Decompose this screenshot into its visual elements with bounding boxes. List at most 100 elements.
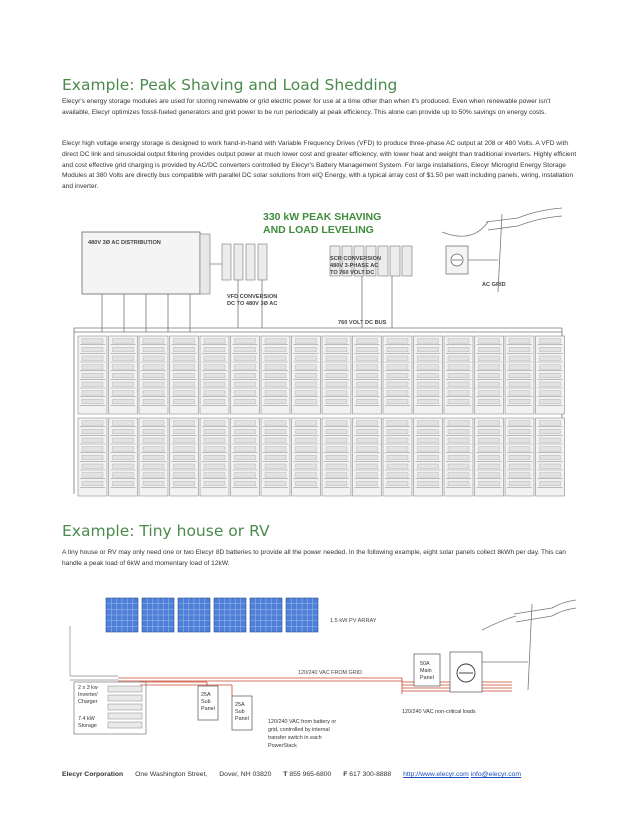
sub-panel-1 — [197, 685, 219, 721]
battery-module — [173, 373, 195, 379]
battery-module — [112, 338, 134, 344]
footer-fax-label: F — [343, 771, 348, 778]
battery-module — [234, 364, 256, 370]
battery-module — [386, 463, 409, 469]
battery-module — [112, 373, 134, 379]
battery-module — [264, 429, 287, 435]
battery-module — [447, 338, 470, 344]
battery-module — [81, 429, 104, 435]
battery-module — [539, 390, 561, 396]
battery-unit — [107, 703, 143, 711]
main-panel-label-line3: Panel — [420, 675, 434, 681]
ac-distribution-label: 480V 3Ø AC DISTRIBUTION — [88, 240, 161, 246]
battery-module — [295, 399, 317, 405]
battery-module — [203, 437, 226, 443]
battery-module — [142, 347, 165, 353]
battery-module — [417, 429, 439, 435]
battery-module — [295, 347, 317, 353]
battery-module — [539, 455, 561, 461]
battery-module — [81, 347, 104, 353]
battery-module — [386, 446, 409, 452]
battery-rack-row-lower — [77, 417, 565, 497]
battery-module — [417, 381, 439, 387]
section-title-peak-shaving: Example: Peak Shaving and Load Shedding — [62, 76, 398, 94]
battery-module — [508, 347, 531, 353]
battery-module — [447, 399, 470, 405]
battery-module — [234, 429, 256, 435]
battery-module — [264, 399, 287, 405]
battery-module — [539, 373, 561, 379]
battery-module — [295, 481, 317, 487]
battery-module — [142, 338, 165, 344]
battery-module — [508, 381, 531, 387]
battery-module — [325, 455, 348, 461]
battery-module — [112, 381, 134, 387]
battery-module — [478, 455, 500, 461]
battery-module — [325, 338, 348, 344]
footer-fax: 617 300-8888 — [349, 771, 392, 778]
battery-module — [478, 437, 500, 443]
grid-meter-box — [449, 651, 483, 693]
storage-label-line2: Storage — [78, 723, 97, 729]
battery-module — [173, 455, 195, 461]
battery-module — [264, 373, 287, 379]
battery-module — [264, 472, 287, 478]
battery-module — [295, 364, 317, 370]
battery-module — [112, 455, 134, 461]
grid-vac-label: 120/240 VAC FROM GRID — [298, 670, 362, 676]
stack-frame — [73, 681, 147, 735]
vfd-cabinets — [221, 243, 268, 281]
footer-email-link[interactable]: info@elecyr.com — [470, 771, 522, 778]
solar-pv-array — [105, 597, 319, 633]
battery-module — [173, 355, 195, 361]
battery-module — [203, 399, 226, 405]
battery-module — [234, 338, 256, 344]
battery-module — [142, 364, 165, 370]
battery-module — [234, 455, 256, 461]
battery-module — [295, 463, 317, 469]
battery-module — [478, 481, 500, 487]
battery-module — [447, 463, 470, 469]
sub-panel-1-line2: Sub — [201, 699, 211, 705]
battery-module — [81, 481, 104, 487]
battery-module — [234, 420, 256, 426]
battery-module — [81, 338, 104, 344]
battery-module — [203, 355, 226, 361]
grid-feed-wiring — [118, 677, 402, 696]
battery-module — [417, 437, 439, 443]
battery-module — [264, 355, 287, 361]
battery-module — [325, 437, 348, 443]
battery-module — [447, 347, 470, 353]
battery-module — [203, 429, 226, 435]
battery-module — [295, 446, 317, 452]
battery-module — [417, 446, 439, 452]
battery-module — [234, 373, 256, 379]
battery-module — [539, 463, 561, 469]
scr-label-line2: 480V 3-PHASE AC — [330, 263, 378, 269]
battery-module — [81, 373, 104, 379]
battery-module — [325, 355, 348, 361]
battery-module — [356, 472, 378, 478]
battery-module — [142, 429, 165, 435]
main-panel-label-line1: 50A — [420, 661, 430, 667]
battery-module — [81, 472, 104, 478]
battery-module — [142, 381, 165, 387]
battery-module — [508, 355, 531, 361]
battery-module — [234, 463, 256, 469]
battery-module — [386, 355, 409, 361]
battery-module — [81, 437, 104, 443]
battery-module — [386, 399, 409, 405]
battery-module — [234, 381, 256, 387]
battery-module — [112, 437, 134, 443]
battery-module — [264, 390, 287, 396]
footer-website-link[interactable]: http://www.elecyr.com — [403, 771, 469, 778]
battery-module — [112, 472, 134, 478]
footer-street: One Washington Street, — [135, 771, 208, 778]
battery-module — [203, 347, 226, 353]
battery-module — [478, 420, 500, 426]
battery-module — [356, 355, 378, 361]
battery-module — [478, 399, 500, 405]
battery-module — [478, 355, 500, 361]
battery-module — [325, 399, 348, 405]
battery-module — [142, 399, 165, 405]
